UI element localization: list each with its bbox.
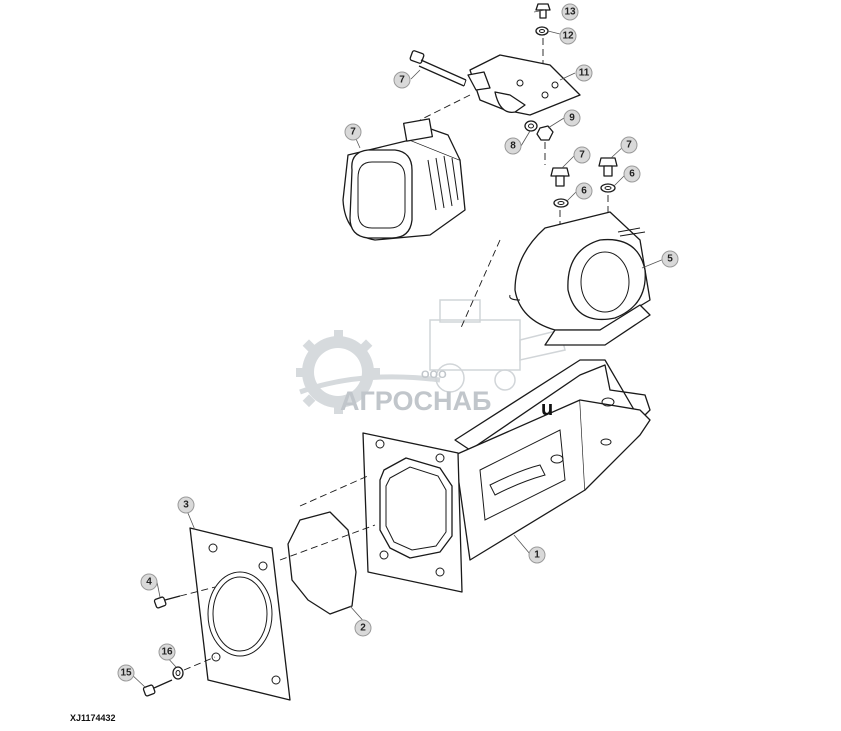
callout-14: 13 xyxy=(561,3,579,21)
part-12-bracket xyxy=(467,54,581,116)
svg-text:16: 16 xyxy=(161,647,173,658)
callout-6b: 6 xyxy=(623,165,641,183)
callout-13: 12 xyxy=(559,27,577,45)
callout-11: 9 xyxy=(563,109,581,127)
svg-text:7: 7 xyxy=(350,127,356,138)
part-6-washer-b xyxy=(600,183,616,193)
callout-5: 5 xyxy=(661,250,679,268)
callout-12: 11 xyxy=(575,64,593,82)
svg-text:2: 2 xyxy=(360,623,366,634)
svg-text:7: 7 xyxy=(399,75,405,86)
part-11-nut xyxy=(536,125,554,141)
watermark-combine-icon xyxy=(429,299,566,393)
svg-text:6: 6 xyxy=(629,169,635,180)
watermark-prefix: ООО xyxy=(421,369,447,381)
svg-text:7: 7 xyxy=(626,140,632,151)
part-10-washer xyxy=(524,120,538,132)
callout-6a: 6 xyxy=(575,182,593,200)
part-7-bolt-b xyxy=(598,157,618,177)
part-1-main-bracket xyxy=(362,359,651,593)
part-4-screw xyxy=(153,595,181,609)
svg-text:1: 1 xyxy=(534,550,540,561)
callout-4: 4 xyxy=(140,573,158,591)
part-5-alarm-horn xyxy=(509,211,651,346)
watermark-suffix-fragment: u xyxy=(541,398,553,420)
callout-7a: 7 xyxy=(573,146,591,164)
svg-text:8: 8 xyxy=(510,141,516,152)
part-7-bolt-a xyxy=(550,167,570,187)
svg-text:4: 4 xyxy=(146,577,152,588)
part-9-bolt xyxy=(409,50,467,87)
part-16-washer xyxy=(172,666,184,680)
part-8-work-light xyxy=(342,118,466,241)
figure-id: XJ1174432 xyxy=(70,713,116,723)
callout-8: 7 xyxy=(344,123,362,141)
svg-text:5: 5 xyxy=(667,254,673,265)
part-13-washer xyxy=(535,26,549,36)
svg-text:13: 13 xyxy=(564,7,576,18)
callout-2: 2 xyxy=(354,619,372,637)
callout-15: 15 xyxy=(117,664,135,682)
svg-text:7: 7 xyxy=(579,150,585,161)
callout-3: 3 xyxy=(177,496,195,514)
svg-text:9: 9 xyxy=(569,113,575,124)
part-14-bolt xyxy=(535,3,551,19)
callout-16: 16 xyxy=(158,643,176,661)
part-2-lens xyxy=(287,511,357,615)
svg-text:12: 12 xyxy=(562,31,574,42)
part-15-screw xyxy=(142,679,173,697)
callout-10: 8 xyxy=(504,137,522,155)
watermark: ООО АГРОСНАБ xyxy=(296,299,566,416)
svg-text:11: 11 xyxy=(579,68,590,79)
callout-1: 1 xyxy=(528,546,546,564)
watermark-company-name: АГРОСНАБ xyxy=(340,386,491,416)
svg-text:3: 3 xyxy=(183,500,189,511)
watermark-gear-icon xyxy=(296,330,441,414)
part-3-gasket-plate xyxy=(189,527,291,701)
callout-7b: 7 xyxy=(620,136,638,154)
svg-text:6: 6 xyxy=(581,186,587,197)
callout-9: 7 xyxy=(393,71,411,89)
part-6-washer-a xyxy=(553,198,569,208)
svg-text:15: 15 xyxy=(120,668,132,679)
